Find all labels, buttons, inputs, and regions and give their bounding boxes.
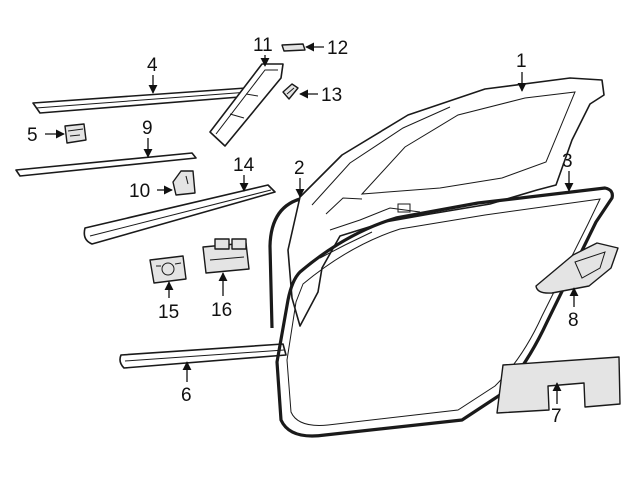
callout-12: 12: [327, 38, 348, 59]
callout-11: 11: [253, 35, 273, 56]
callout-13: 13: [321, 85, 342, 106]
part-1-door-shell: [287, 77, 605, 327]
callout-10: 10: [129, 181, 150, 202]
part-12-trim-clip: [281, 43, 306, 52]
part-14-side-molding: [83, 184, 276, 245]
callout-7: 7: [551, 406, 562, 427]
part-6-rocker-molding: [119, 343, 287, 369]
part-11-pillar-trim: [209, 63, 284, 147]
leader-lines: [45, 42, 579, 404]
callout-5: 5: [27, 125, 38, 146]
callout-14: 14: [233, 155, 255, 176]
callout-16: 16: [211, 300, 232, 321]
callout-8: 8: [568, 310, 579, 331]
callout-4: 4: [147, 55, 158, 76]
part-3-door-seal: [275, 186, 614, 438]
part-2-front-weatherstrip: [268, 196, 305, 329]
part-5-bracket: [64, 123, 87, 144]
callout-2: 2: [294, 158, 305, 179]
part-10-bracket: [172, 170, 196, 196]
callout-15: 15: [158, 302, 179, 323]
part-4-belt-molding: [32, 87, 253, 114]
part-8-inside-handle: [535, 242, 619, 294]
callout-6: 6: [181, 385, 192, 406]
part-7-water-shield: [496, 356, 621, 414]
part-15-latch: [149, 255, 187, 284]
callout-3: 3: [562, 151, 573, 172]
part-9-molding: [15, 152, 197, 177]
callout-labels: 1 2 3 4 5 6 7 8 9 10 11 12 13 14 15 16: [27, 35, 579, 427]
part-13-clip: [282, 83, 299, 100]
callout-1: 1: [516, 51, 527, 72]
part-16-hinge: [202, 238, 250, 274]
callout-9: 9: [142, 118, 153, 139]
